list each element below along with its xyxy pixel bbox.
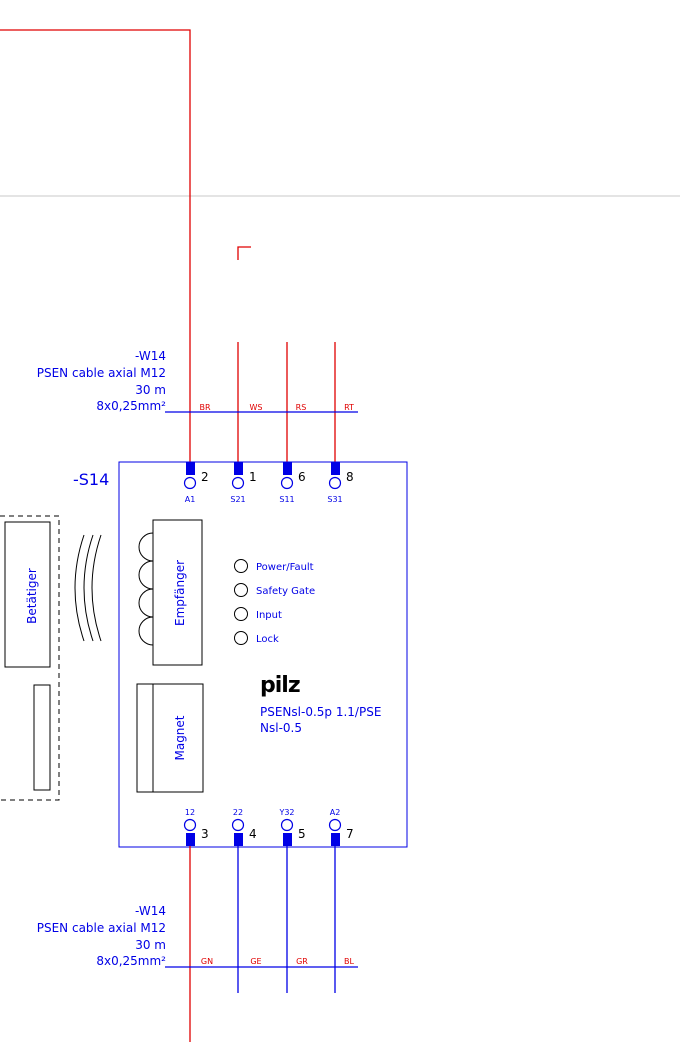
cable-bottom-length: 30 m (135, 938, 166, 952)
pin-bottom-5-number: 5 (298, 827, 306, 841)
led-input (234, 607, 248, 621)
pin-top-6-label: S11 (279, 495, 294, 504)
led-lock (234, 631, 248, 645)
cable-top-wire-rt: RT (344, 403, 354, 412)
pin-bottom-3: 12 3 (183, 808, 209, 846)
corner-mark (237, 246, 251, 260)
device-box (118, 461, 408, 848)
magnet-label: Magnet (173, 715, 187, 760)
receiver-box (152, 519, 203, 666)
pin-bottom-7-label: A2 (330, 808, 341, 817)
cable-bottom-type: PSEN cable axial M12 (37, 921, 166, 935)
cable-top-length: 30 m (135, 383, 166, 397)
pin-bottom-5-connector (280, 818, 294, 832)
pin-bottom-3-number: 3 (201, 827, 209, 841)
pin-top-2-connector (183, 476, 197, 490)
pin-bottom-5-label: Y32 (278, 808, 294, 817)
pin-bottom-3-terminal (186, 833, 195, 846)
cable-bottom-wire-gn: GN (201, 957, 213, 966)
pin-top-1-connector (231, 476, 245, 490)
actuator-lower-box (33, 684, 51, 791)
pin-top-1: 1 S21 (230, 462, 257, 504)
cable-top-wire-br: BR (199, 403, 210, 412)
led-power-fault (234, 559, 248, 573)
pin-top-6: 6 S11 (279, 462, 306, 504)
pin-top-8-connector (328, 476, 342, 490)
led-lock-label: Lock (256, 634, 279, 645)
device-tag: -S14 (73, 470, 109, 489)
cable-bottom-tag: -W14 (135, 904, 166, 918)
cable-bottom-wire-ge: GE (250, 957, 261, 966)
cable-top-type: PSEN cable axial M12 (37, 366, 166, 380)
wire-a1-feed (0, 29, 191, 470)
product-line-2: Nsl-0.5 (260, 721, 302, 735)
actuator-box (4, 521, 51, 668)
pin-top-6-terminal (283, 462, 292, 475)
magnet-box (136, 683, 204, 793)
cable-top-wire-rs: RS (296, 403, 307, 412)
pin-bottom-7: A2 7 (328, 808, 354, 846)
pin-bottom-5: Y32 5 (278, 808, 306, 846)
pin-top-1-terminal (234, 462, 243, 475)
receiver-coil (138, 532, 154, 646)
pin-bottom-4-connector (231, 818, 245, 832)
cable-top-section: 8x0,25mm² (96, 399, 166, 413)
pin-top-1-label: S21 (230, 495, 245, 504)
led-power-fault-label: Power/Fault (256, 562, 314, 573)
cable-bottom-wire-gr: GR (296, 957, 308, 966)
pin-top-2-number: 2 (201, 470, 209, 484)
pin-top-6-connector (280, 476, 294, 490)
cable-bottom-section: 8x0,25mm² (96, 954, 166, 968)
pin-top-2-label: A1 (185, 495, 196, 504)
cable-bottom-wire-bl: BL (344, 957, 354, 966)
pin-bottom-4: 22 4 (231, 808, 257, 846)
field-arcs (74, 534, 102, 642)
pin-top-2: 2 A1 (183, 462, 209, 504)
pin-bottom-7-terminal (331, 833, 340, 846)
receiver-label: Empfänger (173, 560, 187, 626)
actuator-label: Betätiger (25, 568, 39, 624)
pin-bottom-7-number: 7 (346, 827, 354, 841)
product-line-1: PSENsl-0.5p 1.1/PSE (260, 705, 381, 719)
pin-bottom-3-connector (183, 818, 197, 832)
pin-bottom-7-connector (328, 818, 342, 832)
actuator-dashed-border (0, 515, 60, 801)
pin-top-1-number: 1 (249, 470, 257, 484)
pin-top-2-terminal (186, 462, 195, 475)
pin-top-8-number: 8 (346, 470, 354, 484)
cable-top-tag: -W14 (135, 349, 166, 363)
pin-bottom-3-label: 12 (185, 808, 195, 817)
pin-bottom-4-label: 22 (233, 808, 243, 817)
pin-bottom-4-terminal (234, 833, 243, 846)
pin-top-6-number: 6 (298, 470, 306, 484)
pilz-logo: pilz (260, 673, 300, 698)
pin-top-8: 8 S31 (327, 462, 354, 504)
pin-bottom-5-terminal (283, 833, 292, 846)
cable-top-wire-ws: WS (250, 403, 263, 412)
pin-top-8-label: S31 (327, 495, 342, 504)
led-input-label: Input (256, 610, 282, 621)
led-safety-gate (234, 583, 248, 597)
pin-top-8-terminal (331, 462, 340, 475)
pin-bottom-4-number: 4 (249, 827, 257, 841)
led-safety-gate-label: Safety Gate (256, 586, 315, 597)
